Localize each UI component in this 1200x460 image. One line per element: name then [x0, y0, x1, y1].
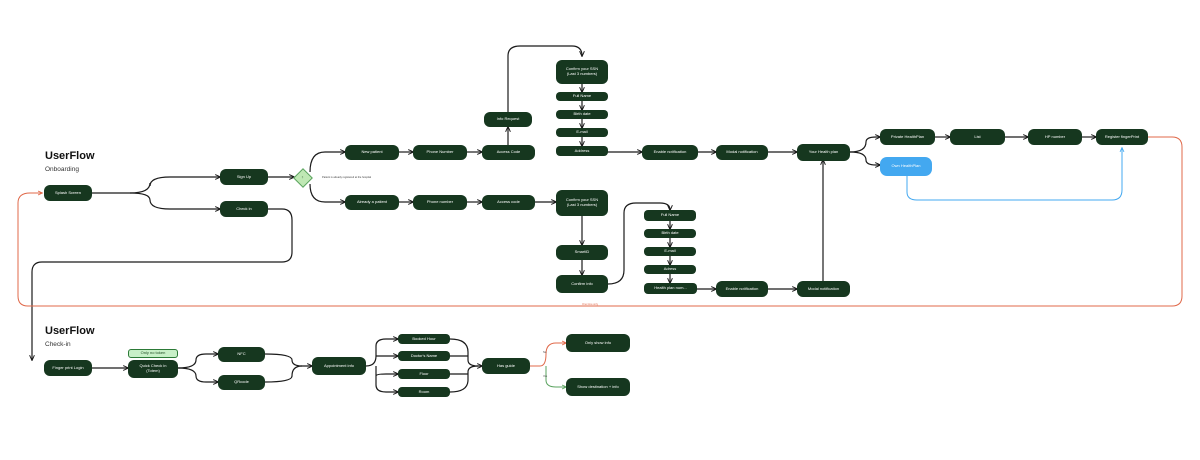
already-patient-node[interactable]: Already a patient — [345, 195, 399, 210]
phone-number-new-node[interactable]: Phone Number — [413, 145, 467, 160]
yes-branch-label: Yes — [543, 375, 548, 378]
fingerprint-login-node[interactable]: Finger print Login — [44, 360, 92, 376]
onboarding-subtitle: Onboarding — [45, 166, 79, 173]
checkin-title: UserFlow — [45, 325, 95, 337]
has-guide-node[interactable]: Has guide — [482, 358, 530, 374]
list-node[interactable]: List — [950, 129, 1005, 145]
nfc-node[interactable]: NFC — [218, 347, 265, 362]
own-health-plan-node[interactable]: Own HealthPlan — [880, 157, 932, 176]
address-top-node[interactable]: Address — [556, 146, 608, 156]
decision-label: ? — [302, 176, 304, 180]
email-bottom-node[interactable]: E-mail — [644, 247, 696, 256]
floor-node[interactable]: Floor — [398, 369, 450, 379]
checkin-subtitle: Check-in — [45, 341, 71, 348]
health-plan-num-node[interactable]: Health plan num... — [644, 283, 697, 294]
onboarding-title: UserFlow — [45, 150, 95, 162]
full-name-top-node[interactable]: Full Name — [556, 92, 608, 101]
hp-number-node[interactable]: HP number — [1028, 129, 1082, 145]
only-no-token-tag: Only no token — [128, 349, 178, 358]
doctors-name-node[interactable]: Doctor's Name — [398, 351, 450, 361]
email-top-node[interactable]: E-mail — [556, 128, 608, 137]
no-branch-label: No — [543, 351, 547, 354]
your-health-plan-node[interactable]: Your Health plan — [797, 144, 850, 161]
enable-notification-bottom-node[interactable]: Enable notification — [716, 281, 768, 297]
booked-hour-node[interactable]: Booked Hour — [398, 334, 450, 344]
confirm-info-node[interactable]: Confirm info — [556, 275, 608, 293]
sign-up-node[interactable]: Sign Up — [220, 169, 268, 185]
full-name-bottom-node[interactable]: Full Name — [644, 210, 696, 221]
birth-date-top-node[interactable]: Birth date — [556, 110, 608, 119]
new-patient-node[interactable]: New patient — [345, 145, 399, 160]
private-health-plan-node[interactable]: Private HealthPlan — [880, 129, 935, 145]
modal-notification-top-node[interactable]: Modal notification — [716, 145, 768, 160]
confirm-ssn-top-node[interactable]: Confirm your SSN (Last 3 numbers) — [556, 60, 608, 84]
decision-note: Patient is already registered at the hos… — [322, 176, 372, 179]
appointment-info-node[interactable]: Appointment info — [312, 357, 366, 375]
only-show-info-node[interactable]: Only show info — [566, 334, 630, 352]
quick-checkin-node[interactable]: Quick Check in (Totem) — [128, 360, 178, 378]
loop-label: One time only — [582, 303, 599, 306]
room-node[interactable]: Room — [398, 387, 450, 397]
address-bottom-node[interactable]: Adress — [644, 265, 696, 274]
qrcode-node[interactable]: QRcode — [218, 375, 265, 390]
modal-notification-bottom-node[interactable]: Modal notification — [797, 281, 850, 297]
enable-notification-top-node[interactable]: Enable notification — [642, 145, 698, 160]
splash-screen-node[interactable]: Splash Screen — [44, 185, 92, 201]
birth-date-bottom-node[interactable]: Birth date — [644, 229, 696, 238]
access-code-existing-node[interactable]: Access code — [482, 195, 535, 210]
show-destination-node[interactable]: Show destination + info — [566, 378, 630, 396]
confirm-ssn-mid-node[interactable]: Confirm your SSN (Last 3 numbers) — [556, 190, 608, 216]
phone-number-existing-node[interactable]: Phone number — [413, 195, 467, 210]
smartid-node[interactable]: SmartID — [556, 245, 608, 260]
check-in-node[interactable]: Check in — [220, 201, 268, 217]
register-fingerprint-node[interactable]: Register fingerPrint — [1096, 129, 1148, 145]
access-code-new-node[interactable]: Access Code — [482, 145, 535, 160]
info-request-node[interactable]: Info Request — [484, 112, 532, 127]
